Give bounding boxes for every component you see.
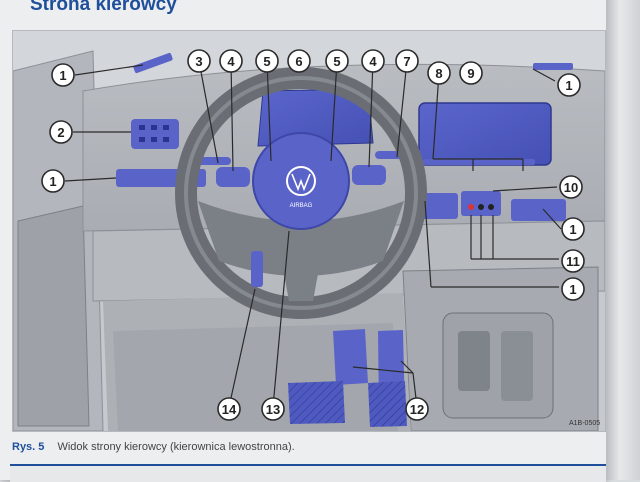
- callout-number: 12: [410, 402, 424, 417]
- figure-code: A1B-0505: [569, 420, 600, 427]
- callout-number: 1: [59, 68, 66, 83]
- callout-number: 13: [266, 402, 280, 417]
- callout-11: 11: [562, 250, 584, 272]
- dashboard-illustration: AIRBAG: [12, 30, 606, 432]
- callout-8: 8: [428, 62, 450, 84]
- callout-number: 11: [566, 254, 580, 269]
- callout-1: 1: [558, 74, 580, 96]
- callout-1: 1: [562, 218, 584, 240]
- svg-text:AIRBAG: AIRBAG: [290, 203, 313, 209]
- callout-number: 5: [263, 54, 270, 69]
- callout-10: 10: [560, 176, 582, 198]
- figure-label: Rys. 5: [12, 441, 44, 453]
- callout-number: 4: [227, 54, 235, 69]
- callout-number: 1: [569, 222, 576, 237]
- callout-7: 7: [396, 50, 418, 72]
- callout-14: 14: [218, 398, 240, 420]
- callout-12: 12: [406, 398, 428, 420]
- callout-number: 5: [333, 54, 340, 69]
- callout-2: 2: [50, 121, 72, 143]
- callout-9: 9: [460, 62, 482, 84]
- callout-1: 1: [42, 170, 64, 192]
- callout-number: 8: [435, 66, 442, 81]
- figure-caption-text: Widok strony kierowcy (kierownica lewost…: [57, 441, 294, 453]
- callout-number: 2: [57, 125, 64, 140]
- callout-1: 1: [52, 64, 74, 86]
- callout-4: 4: [362, 50, 384, 72]
- page-fold-shadow: [606, 0, 640, 480]
- callout-number: 6: [295, 54, 302, 69]
- callout-13: 13: [262, 398, 284, 420]
- callout-number: 10: [564, 180, 578, 195]
- callout-number: 3: [195, 54, 202, 69]
- callout-number: 4: [369, 54, 377, 69]
- figure-caption: Rys. 5 Widok strony kierowcy (kierownica…: [12, 441, 295, 453]
- callout-5: 5: [326, 50, 348, 72]
- callout-5: 5: [256, 50, 278, 72]
- next-page-edge: [10, 464, 606, 482]
- section-title: Strona kierowcy: [30, 0, 177, 16]
- callout-number: 9: [467, 66, 474, 81]
- callout-3: 3: [188, 50, 210, 72]
- callout-6: 6: [288, 50, 310, 72]
- callout-number: 7: [403, 54, 410, 69]
- callout-4: 4: [220, 50, 242, 72]
- manual-page: Strona kierowcy: [0, 0, 606, 480]
- callout-number: 1: [565, 78, 572, 93]
- callout-number: 1: [49, 174, 56, 189]
- callout-number: 1: [569, 282, 576, 297]
- callout-1: 1: [562, 278, 584, 300]
- callout-number: 14: [222, 402, 237, 417]
